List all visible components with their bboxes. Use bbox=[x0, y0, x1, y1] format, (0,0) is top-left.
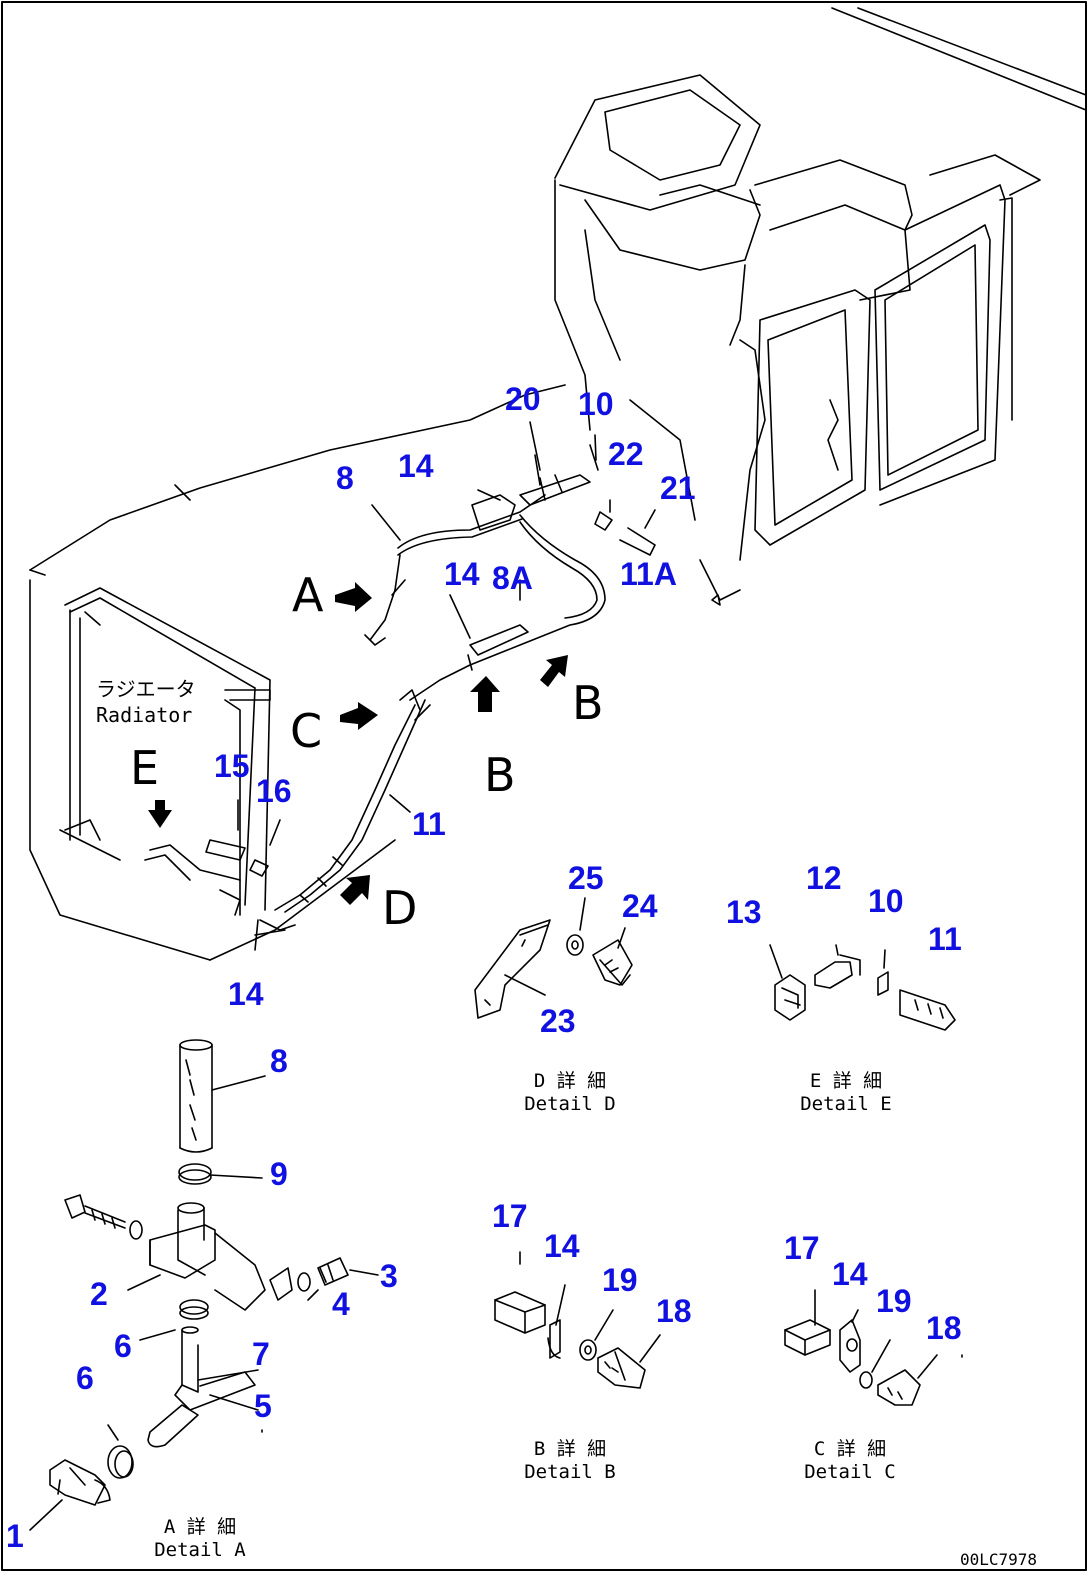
callout-15: 15 bbox=[214, 748, 250, 784]
callout-3: 3 bbox=[380, 1258, 398, 1294]
detail-a-drawing bbox=[29, 1039, 379, 1531]
callout-2: 2 bbox=[90, 1276, 108, 1312]
callout-14: 14 bbox=[228, 976, 264, 1012]
callout-10: 10 bbox=[578, 386, 614, 422]
callout-13: 13 bbox=[726, 894, 762, 930]
callout-9: 9 bbox=[270, 1156, 288, 1192]
callout-4: 4 bbox=[332, 1286, 350, 1322]
detail-c-caption-en: Detail C bbox=[804, 1460, 896, 1483]
callout-8: 8 bbox=[336, 460, 354, 496]
detail-e-caption-en: Detail E bbox=[800, 1092, 892, 1115]
callout-8a: 8A bbox=[492, 560, 533, 596]
detail-a-caption-en: Detail A bbox=[154, 1538, 246, 1561]
callout-14: 14 bbox=[832, 1256, 868, 1292]
view-letter-a: A bbox=[292, 568, 324, 622]
callout-11: 11 bbox=[412, 806, 446, 842]
callout-19: 19 bbox=[876, 1283, 912, 1319]
detail-a-caption: A 詳 細 Detail A bbox=[140, 1516, 260, 1562]
callout-1: 1 bbox=[6, 1518, 24, 1554]
cab-drawing bbox=[554, 7, 1087, 606]
detail-b-caption-jp: B 詳 細 bbox=[533, 1438, 607, 1460]
callout-18: 18 bbox=[926, 1310, 962, 1346]
detail-e-drawing bbox=[769, 944, 956, 1031]
callout-19: 19 bbox=[602, 1262, 638, 1298]
leader-lines bbox=[254, 421, 656, 951]
radiator-label-en: Radiator bbox=[96, 703, 193, 727]
hose-routing bbox=[144, 444, 656, 936]
callout-7: 7 bbox=[252, 1336, 270, 1372]
callout-25: 25 bbox=[568, 860, 604, 896]
body-drawing bbox=[29, 384, 696, 961]
callout-14: 14 bbox=[444, 556, 480, 592]
callout-22: 22 bbox=[608, 436, 644, 472]
detail-a-caption-jp: A 詳 細 bbox=[163, 1516, 237, 1538]
detail-d-caption: D 詳 細 Detail D bbox=[510, 1070, 630, 1116]
callout-6: 6 bbox=[114, 1328, 132, 1364]
callout-14: 14 bbox=[398, 448, 434, 484]
view-arrows bbox=[148, 582, 568, 905]
view-letter-c: C bbox=[290, 704, 323, 758]
callout-16: 16 bbox=[256, 773, 292, 809]
callout-17: 17 bbox=[784, 1230, 820, 1266]
callout-6: 6 bbox=[76, 1360, 94, 1396]
detail-d-caption-en: Detail D bbox=[524, 1092, 616, 1115]
detail-d-drawing bbox=[474, 897, 633, 1019]
callout-11: 11 bbox=[928, 921, 962, 957]
detail-c-caption-jp: C 詳 細 bbox=[813, 1438, 887, 1460]
detail-c-caption: C 詳 細 Detail C bbox=[790, 1438, 910, 1484]
callout-17: 17 bbox=[492, 1198, 528, 1234]
radiator-label-jp: ラジエータ bbox=[96, 677, 196, 701]
view-letter-b-side: B bbox=[572, 676, 604, 730]
callout-11a: 11A bbox=[620, 556, 677, 592]
callout-5: 5 bbox=[254, 1388, 272, 1424]
callout-24: 24 bbox=[622, 888, 658, 924]
detail-b-caption: B 詳 細 Detail B bbox=[510, 1438, 630, 1484]
detail-e-caption: E 詳 細 Detail E bbox=[786, 1070, 906, 1116]
callout-21: 21 bbox=[660, 470, 696, 506]
callout-10: 10 bbox=[868, 883, 904, 919]
callout-8: 8 bbox=[270, 1043, 288, 1079]
view-letter-d: D bbox=[382, 881, 418, 935]
detail-b-caption-en: Detail B bbox=[524, 1460, 616, 1483]
detail-e-caption-jp: E 詳 細 bbox=[809, 1070, 883, 1092]
callout-12: 12 bbox=[806, 860, 842, 896]
document-id: 00LC7978 bbox=[960, 1550, 1038, 1569]
callout-20: 20 bbox=[505, 381, 541, 417]
callout-14: 14 bbox=[544, 1228, 580, 1264]
detail-b-drawing bbox=[494, 1251, 661, 1389]
detail-d-caption-jp: D 詳 細 bbox=[533, 1070, 607, 1092]
view-letter-b: B bbox=[484, 748, 516, 802]
callout-23: 23 bbox=[540, 1003, 576, 1039]
view-letter-e: E bbox=[130, 741, 160, 795]
callout-18: 18 bbox=[656, 1293, 692, 1329]
detail-c-drawing bbox=[784, 1289, 963, 1406]
